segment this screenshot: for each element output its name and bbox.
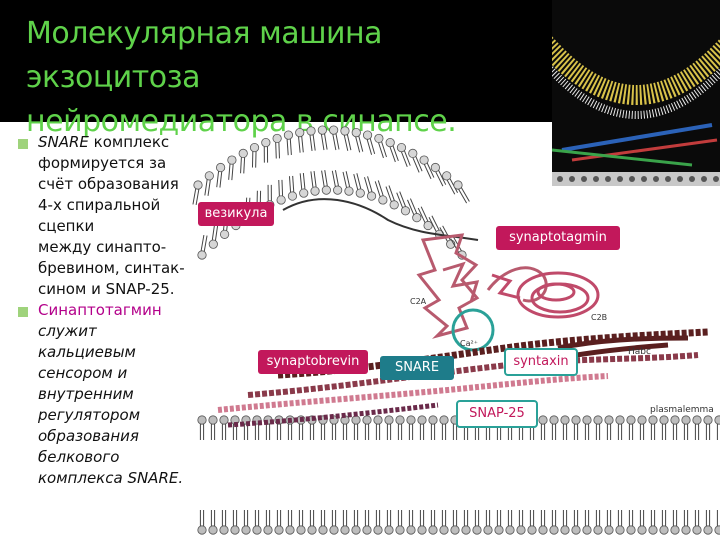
bullet-line: формируется за: [38, 154, 167, 172]
bullet-line: бревином, синтак-: [38, 259, 185, 277]
bullet-line: счёт образования: [38, 175, 179, 193]
habc-text: Habc: [628, 347, 651, 357]
bullet-snare-rest: комплекс: [88, 133, 170, 151]
c2b-text: C2B: [591, 313, 607, 322]
bullet-line: сцепки: [38, 217, 95, 235]
title-line-1: Молекулярная машина экзоцитоза: [26, 16, 383, 95]
bullet-list: SNARE комплекс формируется за счёт образо…: [18, 132, 208, 489]
label-vesicle: везикула: [198, 202, 274, 226]
label-snare: SNARE: [380, 356, 454, 380]
bullet-line: сином и SNAP-25.: [38, 280, 175, 298]
bullet-synaptotagmin-head: Синаптотагмин: [38, 301, 162, 319]
snare-helix-synaptobrevin: [227, 402, 439, 428]
bullet-snare: SNARE комплекс: [18, 132, 208, 153]
bullet-line: между синапто-: [38, 238, 167, 256]
bullet-line: белкового: [38, 448, 120, 466]
bullet-line: кальциевым: [38, 343, 136, 361]
label-syntaxin: syntaxin: [504, 348, 578, 376]
snare-helix-dark: [277, 328, 709, 379]
snare-helix-syntaxin: [247, 352, 699, 398]
bullet-synaptotagmin-body: служит кальциевым сенсором и внутренним регу…: [18, 321, 208, 489]
c2a-domain: [416, 233, 548, 339]
plasma-membrane: [197, 415, 720, 535]
plasmalemma-text: plasmalemma: [650, 405, 714, 415]
bullet-marker: [18, 139, 28, 149]
label-synaptobrevin: synaptobrevin: [258, 350, 368, 374]
bullet-line: служит: [38, 322, 97, 340]
bullet-line: образования: [38, 427, 139, 445]
bullet-line: комплекса SNARE.: [38, 469, 184, 487]
snare-diagram: C2A C2B Ca²⁺ Habc plasmalemma: [188, 120, 720, 540]
title-line-2: нейромедиатора в синапсе.: [26, 104, 457, 139]
bullet-line: 4-х спиральной: [38, 196, 161, 214]
vesicle-membrane: [192, 125, 470, 260]
bullet-synaptotagmin: Синаптотагмин: [18, 300, 208, 321]
page-title: Молекулярная машина экзоцитоза нейромеди…: [26, 12, 546, 144]
bullet-line: регулятором: [38, 406, 141, 424]
c2b-domain: [491, 271, 600, 319]
membrane-inset-image: [552, 0, 720, 186]
bullet-snare-term: SNARE: [38, 133, 89, 151]
snare-diagram-svg: C2A C2B Ca²⁺ Habc plasmalemma: [192, 125, 720, 535]
label-synaptotagmin: synaptotagmin: [496, 226, 620, 250]
bullet-line: сенсором и: [38, 364, 128, 382]
calcium-text: Ca²⁺: [460, 339, 478, 348]
c2a-text: C2A: [410, 297, 427, 306]
snare-helix-snap25: [217, 373, 609, 413]
bullet-line: внутренним: [38, 385, 134, 403]
bullet-marker: [18, 307, 28, 317]
tether-line: [282, 198, 479, 241]
label-snap25: SNAP-25: [456, 400, 538, 428]
bullet-snare-body: формируется за счёт образования 4-х спирал…: [18, 153, 208, 300]
